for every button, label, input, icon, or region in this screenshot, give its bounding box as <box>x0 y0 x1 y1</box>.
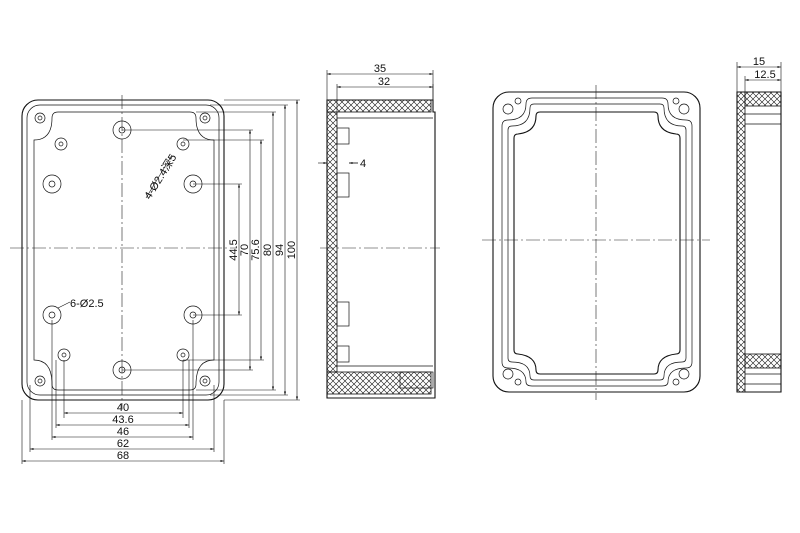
corner-hole <box>37 115 43 121</box>
mounting-holes-4 <box>54 137 190 362</box>
dim-height-70: 70 <box>239 244 251 256</box>
front-outer-outline <box>21 99 225 401</box>
top-wall-hatch <box>326 99 432 113</box>
lid-side-section: 15 12.5 <box>736 56 782 393</box>
mount-hole <box>176 137 190 151</box>
corner-hole <box>34 375 46 387</box>
boss-section <box>336 301 350 327</box>
mount-hole <box>180 352 186 358</box>
dim-width-40: 40 <box>117 402 129 414</box>
boss-hole <box>48 180 56 188</box>
corner-hole <box>34 112 46 124</box>
corner-hole <box>199 112 211 124</box>
lid-side-wall-hatch <box>736 91 746 393</box>
lid-corner-hole <box>672 97 680 105</box>
corner-screw-holes <box>34 112 211 387</box>
dim-height-75-6: 75.6 <box>250 239 262 260</box>
dim-height-44-5: 44.5 <box>228 239 240 260</box>
lid-corner-hole <box>502 368 514 380</box>
corner-hole <box>202 115 208 121</box>
dim-lid-depth-12-5: 12.5 <box>754 69 775 81</box>
dim-width-46: 46 <box>117 426 129 438</box>
lid-corner-hole <box>678 103 690 115</box>
lid-panel <box>513 111 681 375</box>
lid-corner-hole <box>672 378 680 386</box>
lid-corner-hole <box>502 103 514 115</box>
mount-hole <box>57 348 71 362</box>
front-cavity-outline <box>33 111 215 391</box>
lid-view <box>482 85 710 400</box>
lid-bottom-hatch <box>744 353 782 369</box>
dim-width-62: 62 <box>117 438 129 450</box>
corner-hole <box>37 378 43 384</box>
boss-section <box>336 127 350 145</box>
lid-corner-hole <box>514 378 522 386</box>
width-dimensions: 40 43.6 46 62 68 <box>21 320 225 464</box>
front-inner-outline <box>26 104 220 396</box>
boss-section <box>336 172 350 198</box>
lid-corner-hole <box>678 368 690 380</box>
boss-section <box>336 345 350 363</box>
dim-height-94: 94 <box>274 244 286 256</box>
hole-note-6x: 6-Ø2.5 <box>70 298 104 310</box>
back-wall-hatch <box>326 111 338 373</box>
lid-groove <box>399 371 434 389</box>
side-outer-outline <box>326 99 436 399</box>
dim-height-100: 100 <box>286 241 298 259</box>
lid-groove-outer <box>501 97 693 387</box>
corner-hole <box>202 378 208 384</box>
note-leader-b <box>57 301 71 309</box>
corner-hole <box>199 375 211 387</box>
mount-hole <box>61 352 67 358</box>
height-dimensions: 44.5 70 75.6 80 94 100 <box>122 99 300 401</box>
note-leader-a <box>145 154 173 199</box>
mount-hole <box>58 141 64 147</box>
hole-note-4x: 4-Ø2.4深5 <box>142 152 180 202</box>
lid-corner-hole <box>514 97 522 105</box>
dim-depth-32: 32 <box>378 76 390 88</box>
side-section-view: 35 32 4 <box>318 63 440 399</box>
boss-hole <box>48 311 56 319</box>
dim-depth-35: 35 <box>374 63 386 75</box>
dim-width-43-6: 43.6 <box>112 414 133 426</box>
front-view: 4-Ø2.4深5 6-Ø2.5 40 43.6 46 62 68 <box>10 95 300 464</box>
lid-outer-outline <box>492 91 701 393</box>
boss-hole <box>42 174 62 194</box>
lid-top-hatch <box>744 91 782 107</box>
dim-width-68: 68 <box>117 450 129 462</box>
dim-wall-4: 4 <box>360 158 366 170</box>
mount-hole <box>180 141 186 147</box>
dim-height-80: 80 <box>262 244 274 256</box>
dim-lid-depth-15: 15 <box>753 56 765 68</box>
mount-hole <box>54 137 68 151</box>
lid-groove-inner <box>507 103 687 381</box>
mount-hole <box>176 348 190 362</box>
bottom-wall-hatch <box>326 371 432 395</box>
